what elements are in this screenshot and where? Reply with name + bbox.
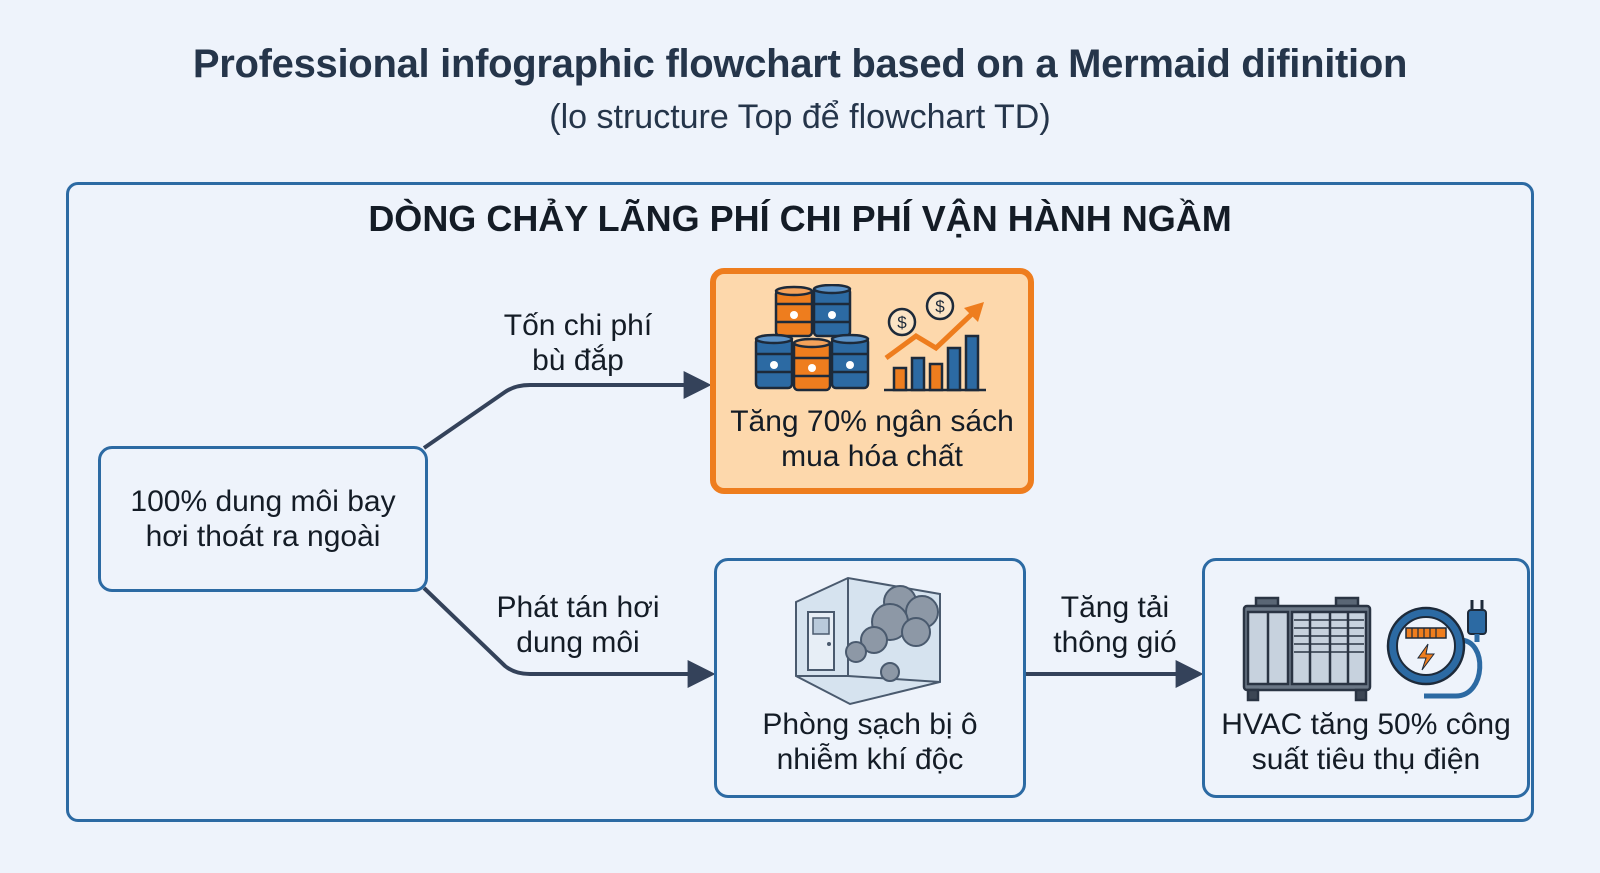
contaminated-room-icon xyxy=(795,576,941,706)
node-hvac-label: HVAC tăng 50% công suất tiêu thụ điện xyxy=(1221,708,1511,776)
edge-label-to-cleanroom: Phát tán hơi dung môi xyxy=(496,591,660,659)
node-start[interactable]: 100% dung môi bay hơi thoát ra ngoài xyxy=(98,446,428,592)
node-cleanroom-label: Phòng sạch bị ô nhiễm khí độc xyxy=(762,708,978,776)
barrels-icon xyxy=(754,284,870,392)
edge-start-to-chemical xyxy=(422,371,712,450)
hvac-unit-icon xyxy=(1242,596,1372,702)
node-start-label: 100% dung môi bay hơi thoát ra ngoài xyxy=(130,485,396,553)
svg-text:$: $ xyxy=(935,297,945,316)
cost-chart-icon: $ $ xyxy=(884,291,986,392)
edge-label-to-hvac: Tăng tải thông gió xyxy=(1053,591,1177,659)
diagram-title: DÒNG CHẢY LÃNG PHÍ CHI PHÍ VẬN HÀNH NGẦM xyxy=(368,198,1232,239)
page-subtitle: (lo structure Top để flowchart TD) xyxy=(549,98,1051,136)
svg-text:$: $ xyxy=(897,313,907,332)
node-chemical-label: Tăng 70% ngân sách mua hóa chất xyxy=(730,405,1014,473)
edge-start-to-cleanroom xyxy=(422,586,716,688)
page-title: Professional infographic flowchart based… xyxy=(192,42,1408,86)
edge-label-to-chemical: Tốn chi phí bù đắp xyxy=(503,309,653,377)
power-meter-icon xyxy=(1386,600,1487,699)
